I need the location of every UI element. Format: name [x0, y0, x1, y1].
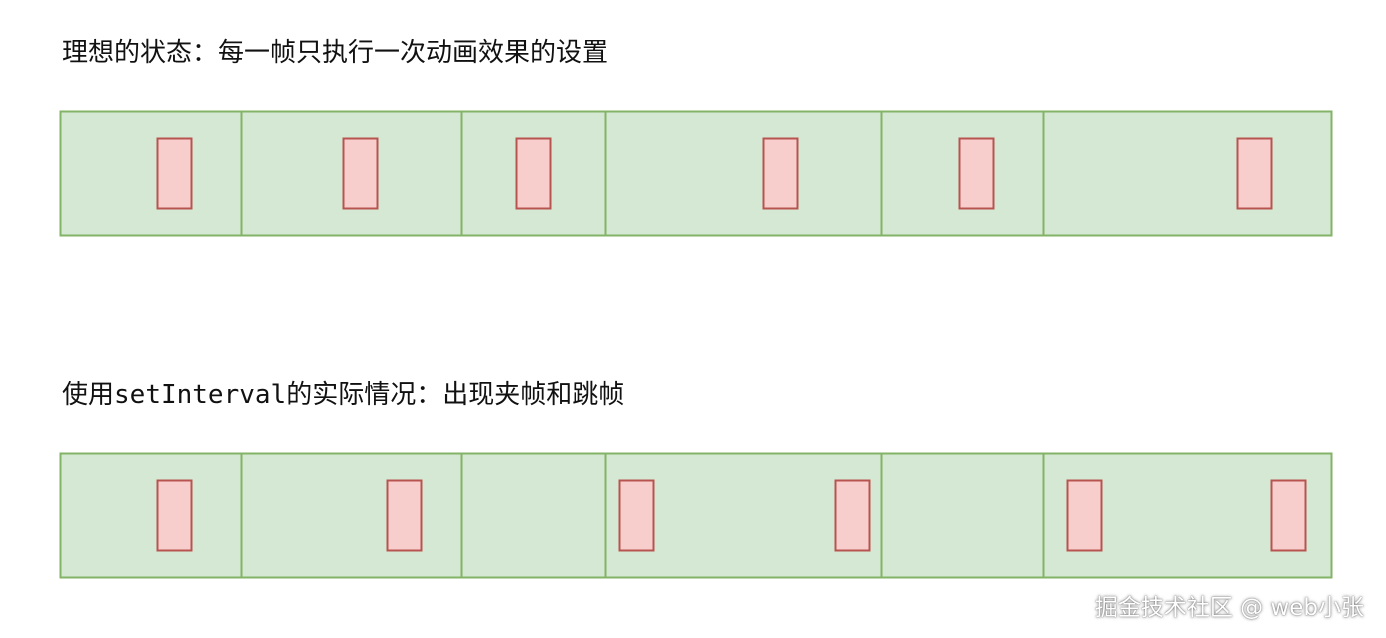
- frame-cell: [59, 110, 243, 237]
- setinterval-frame-row: [59, 452, 1333, 579]
- frame-cell: [880, 110, 1045, 237]
- animation-update-box: [386, 479, 423, 552]
- animation-update-box: [958, 137, 995, 210]
- animation-update-box: [156, 479, 193, 552]
- setinterval-title: 使用setInterval的实际情况：出现夹帧和跳帧: [62, 382, 624, 408]
- animation-update-box: [618, 479, 655, 552]
- animation-update-box: [762, 137, 799, 210]
- title-suffix: 的实际情况：出现夹帧和跳帧: [286, 380, 625, 410]
- animation-update-box: [342, 137, 379, 210]
- frame-cell: [1042, 110, 1333, 237]
- animation-update-box: [1066, 479, 1103, 552]
- frame-cell: [880, 452, 1045, 579]
- ideal-frame-row: [59, 110, 1333, 237]
- animation-update-box: [515, 137, 552, 210]
- frame-cell: [604, 110, 883, 237]
- ideal-state-title: 理想的状态：每一帧只执行一次动画效果的设置: [62, 38, 609, 68]
- title-code: setInterval: [114, 380, 287, 410]
- animation-update-box: [834, 479, 871, 552]
- frame-cell: [240, 452, 463, 579]
- frame-cell: [460, 452, 607, 579]
- animation-update-box: [1236, 137, 1273, 210]
- animation-update-box: [1270, 479, 1307, 552]
- frame-cell: [59, 452, 243, 579]
- title-prefix: 使用: [62, 380, 115, 410]
- watermark: 掘金技术社区 @ web小张: [1094, 595, 1364, 621]
- animation-update-box: [156, 137, 193, 210]
